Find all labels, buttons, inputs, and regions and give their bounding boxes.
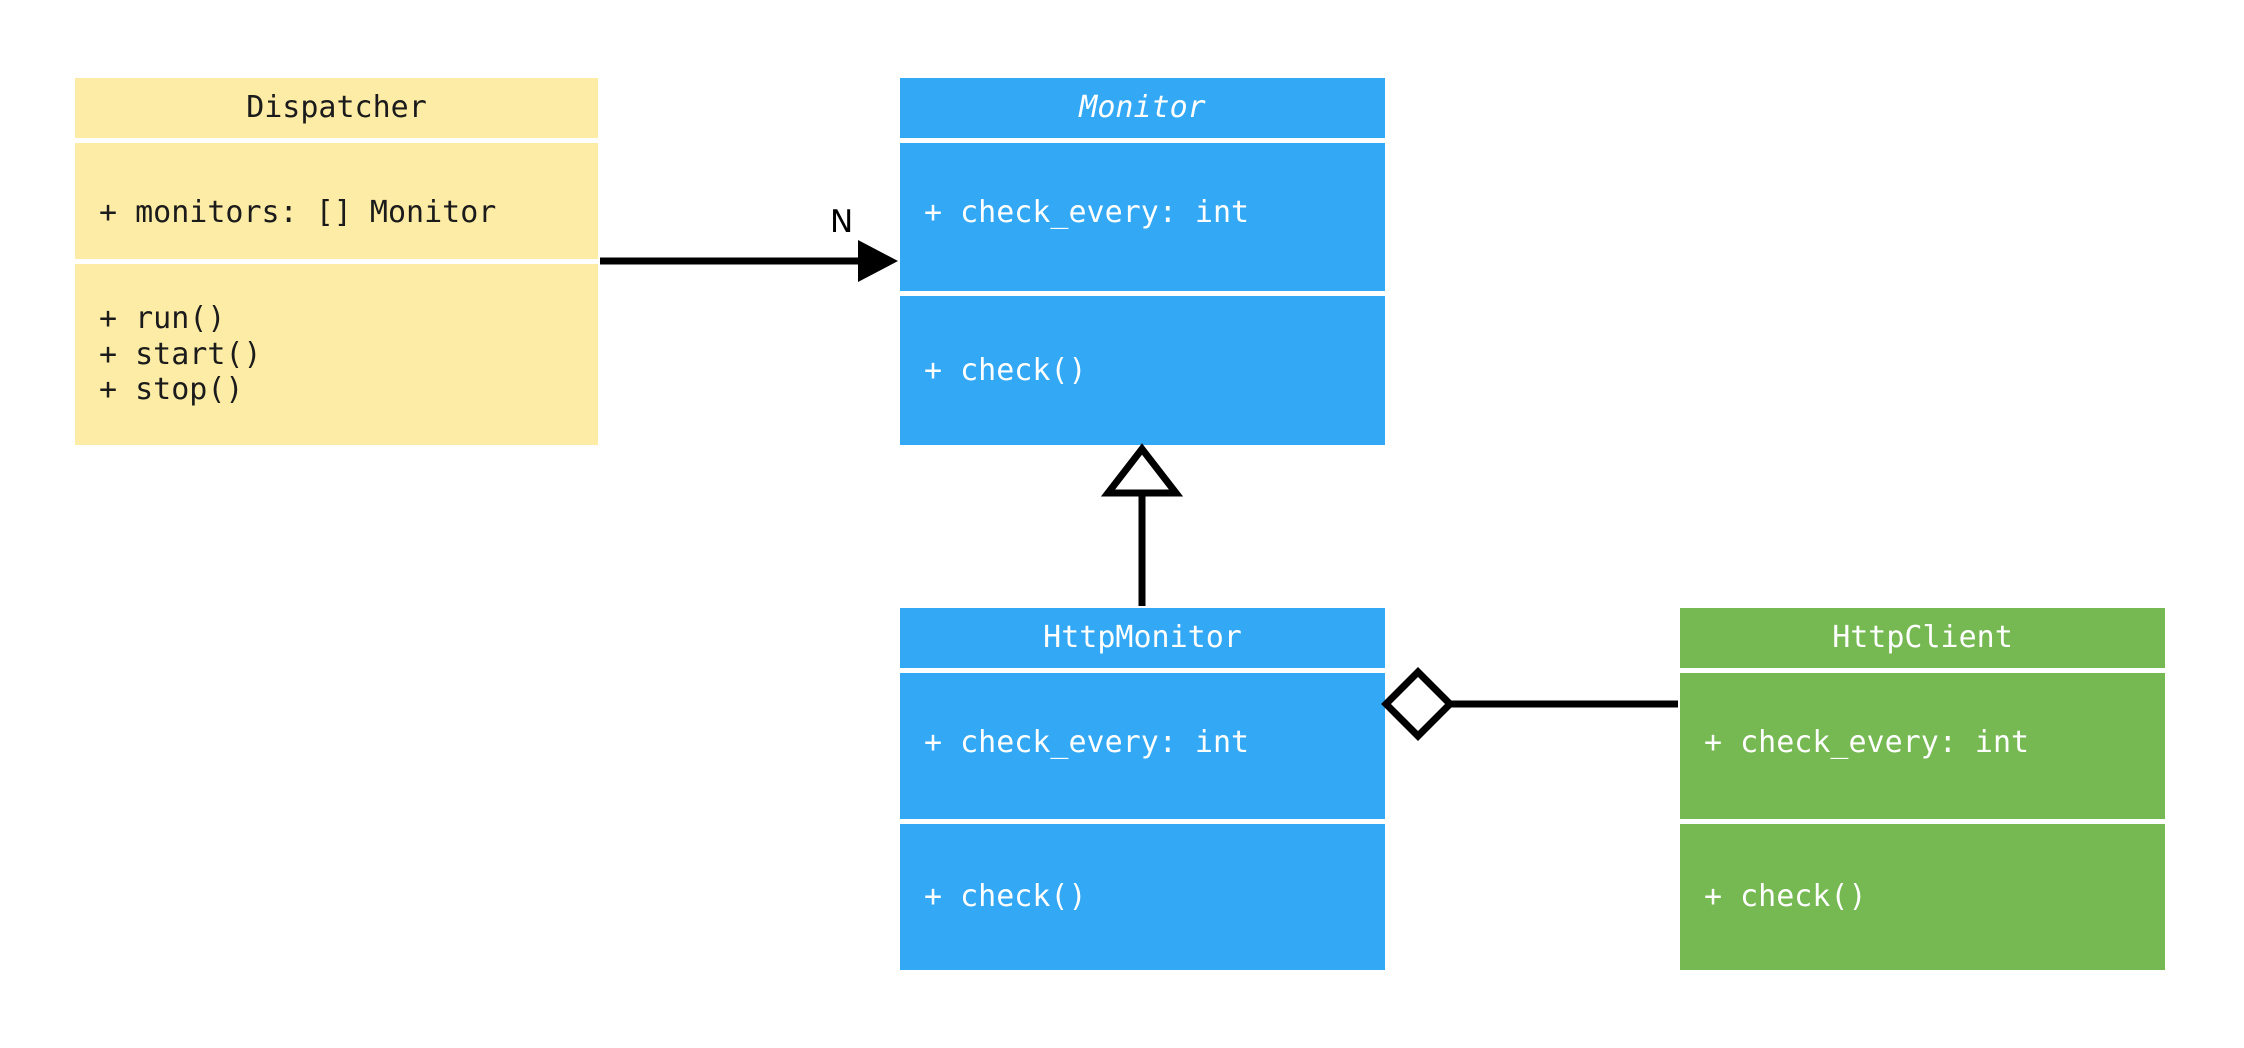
class-attribute: + check_every: int — [924, 725, 1250, 760]
class-method: + check() — [1704, 879, 1867, 915]
class-box-dispatcher[interactable]: Dispatcher + monitors: [] Monitor + run(… — [75, 78, 598, 445]
solid-arrow-head-icon — [858, 240, 898, 282]
class-box-http-client[interactable]: HttpClient + check_every: int + check() — [1680, 608, 2165, 970]
class-title-compartment-http-client: HttpClient — [1680, 608, 2165, 668]
compartment-divider — [900, 291, 1385, 296]
class-name-dispatcher: Dispatcher — [246, 89, 427, 125]
class-methods-compartment-http-monitor: + check() — [900, 824, 1385, 970]
class-method: + check() — [924, 879, 1087, 915]
class-method: + stop() — [99, 372, 244, 408]
class-attributes-compartment-http-client: + check_every: int — [1680, 673, 2165, 819]
relation-httpmonitor-to-httpclient[interactable] — [1381, 667, 1678, 741]
class-box-monitor[interactable]: Monitor + check_every: int + check() — [900, 78, 1385, 445]
class-methods-compartment-monitor: + check() — [900, 296, 1385, 445]
hollow-triangle-head-icon — [1100, 443, 1184, 497]
compartment-divider — [1680, 668, 2165, 673]
class-method: + start() — [99, 336, 262, 372]
class-title-compartment-http-monitor: HttpMonitor — [900, 608, 1385, 668]
class-attributes-compartment-dispatcher: + monitors: [] Monitor — [75, 143, 598, 259]
class-methods-compartment-dispatcher: + run() + start() + stop() — [75, 264, 598, 445]
relation-httpmonitor-to-monitor[interactable] — [1100, 443, 1184, 606]
class-attributes-compartment-monitor: + check_every: int — [900, 143, 1385, 291]
hollow-diamond-head-icon — [1381, 667, 1455, 741]
class-name-http-client: HttpClient — [1832, 619, 2013, 655]
compartment-divider — [900, 819, 1385, 824]
compartment-divider — [75, 138, 598, 143]
compartment-divider — [900, 138, 1385, 143]
compartment-divider — [75, 259, 598, 264]
class-method: + check() — [924, 352, 1087, 388]
class-methods-compartment-http-client: + check() — [1680, 824, 2165, 970]
class-attribute: + monitors: [] Monitor — [99, 195, 497, 230]
relation-label-multiplicity: N — [830, 204, 854, 240]
compartment-divider — [1680, 819, 2165, 824]
class-attribute: + check_every: int — [924, 195, 1250, 230]
class-box-http-monitor[interactable]: HttpMonitor + check_every: int + check() — [900, 608, 1385, 970]
class-name-monitor: Monitor — [1079, 89, 1206, 125]
class-title-compartment-monitor: Monitor — [900, 78, 1385, 138]
class-name-http-monitor: HttpMonitor — [1043, 619, 1242, 655]
class-attributes-compartment-http-monitor: + check_every: int — [900, 673, 1385, 819]
class-method: + run() — [99, 301, 226, 337]
class-title-compartment-dispatcher: Dispatcher — [75, 78, 598, 138]
compartment-divider — [900, 668, 1385, 673]
class-attribute: + check_every: int — [1704, 725, 2030, 760]
relation-dispatcher-to-monitor[interactable] — [600, 240, 898, 282]
